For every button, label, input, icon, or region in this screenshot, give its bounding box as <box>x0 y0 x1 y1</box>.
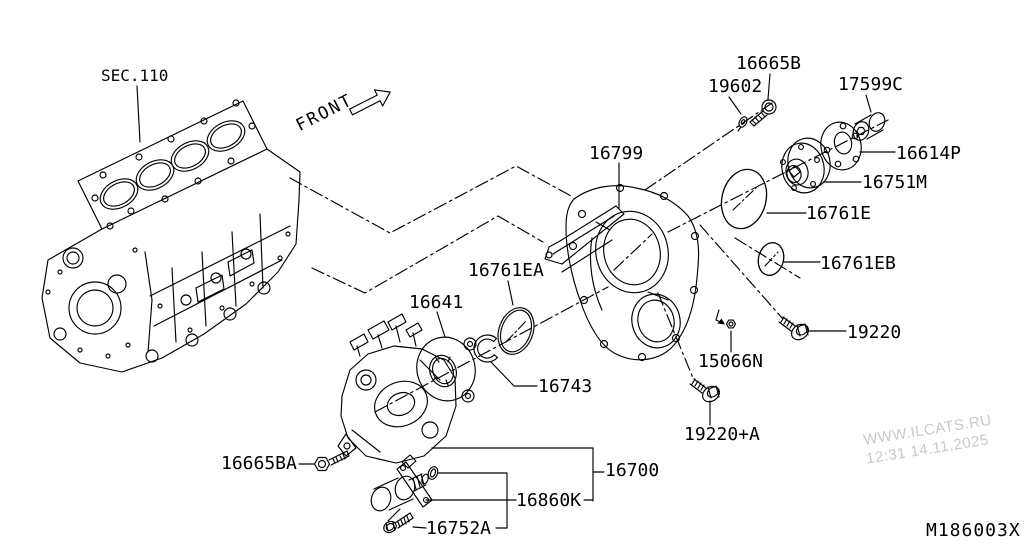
part-label-16799[interactable]: 16799 <box>589 143 644 164</box>
oring-16761EB-drawing <box>757 242 785 276</box>
part-label-16860K[interactable]: 16860K <box>516 490 582 511</box>
part-label-19220[interactable]: 19220 <box>847 322 902 343</box>
bolt-19220A-drawing <box>689 378 720 403</box>
part-label-16700[interactable]: 16700 <box>605 460 660 481</box>
clip-19602-drawing <box>737 116 748 132</box>
section-ref-label[interactable]: SEC.110 <box>101 66 169 85</box>
part-label-16751M[interactable]: 16751M <box>862 172 928 193</box>
timing-cover-drawing <box>544 183 700 362</box>
part-label-19220A[interactable]: 19220+A <box>684 424 760 445</box>
leader-lines <box>136 73 896 529</box>
fuel-pump-drawing <box>337 313 457 464</box>
snap-ring-drawing <box>473 334 499 363</box>
oring-16761E-drawing <box>720 168 768 230</box>
valve-16860K-drawing <box>370 454 433 522</box>
bolt-19220-drawing <box>778 316 809 341</box>
front-direction-arrow <box>348 89 391 116</box>
part-label-16641[interactable]: 16641 <box>409 292 464 313</box>
plate-16614P-drawing <box>820 121 862 171</box>
part-label-16743[interactable]: 16743 <box>538 376 593 397</box>
part-label-19602[interactable]: 19602 <box>708 76 763 97</box>
part-label-17599C[interactable]: 17599C <box>838 74 904 95</box>
part-label-15066N[interactable]: 15066N <box>698 351 764 372</box>
engine-block-drawing <box>41 99 301 373</box>
nut-15066N-drawing <box>715 309 737 329</box>
centerlines <box>289 102 889 413</box>
bolt-16665BA-drawing <box>313 450 350 472</box>
part-label-16665BA[interactable]: 16665BA <box>221 453 297 474</box>
drawing-code: M186003X <box>926 520 1021 541</box>
hub-16751M-drawing <box>780 137 831 194</box>
bushing-17599C-drawing <box>852 112 886 141</box>
pump-flange-drawing <box>416 336 477 403</box>
valve-oring-drawing <box>427 466 439 480</box>
part-label-16761E[interactable]: 16761E <box>806 203 872 224</box>
part-label-16761EB[interactable]: 16761EB <box>820 253 896 274</box>
part-label-16752A[interactable]: 16752A <box>426 518 492 539</box>
part-label-16665B[interactable]: 16665B <box>736 53 802 74</box>
oring-16761EA-drawing <box>497 307 535 355</box>
part-label-16614P[interactable]: 16614P <box>896 143 962 164</box>
part-label-16761EA[interactable]: 16761EA <box>468 260 544 281</box>
screw-16665B-drawing <box>749 99 777 127</box>
bolt-16752A-drawing <box>383 512 414 534</box>
